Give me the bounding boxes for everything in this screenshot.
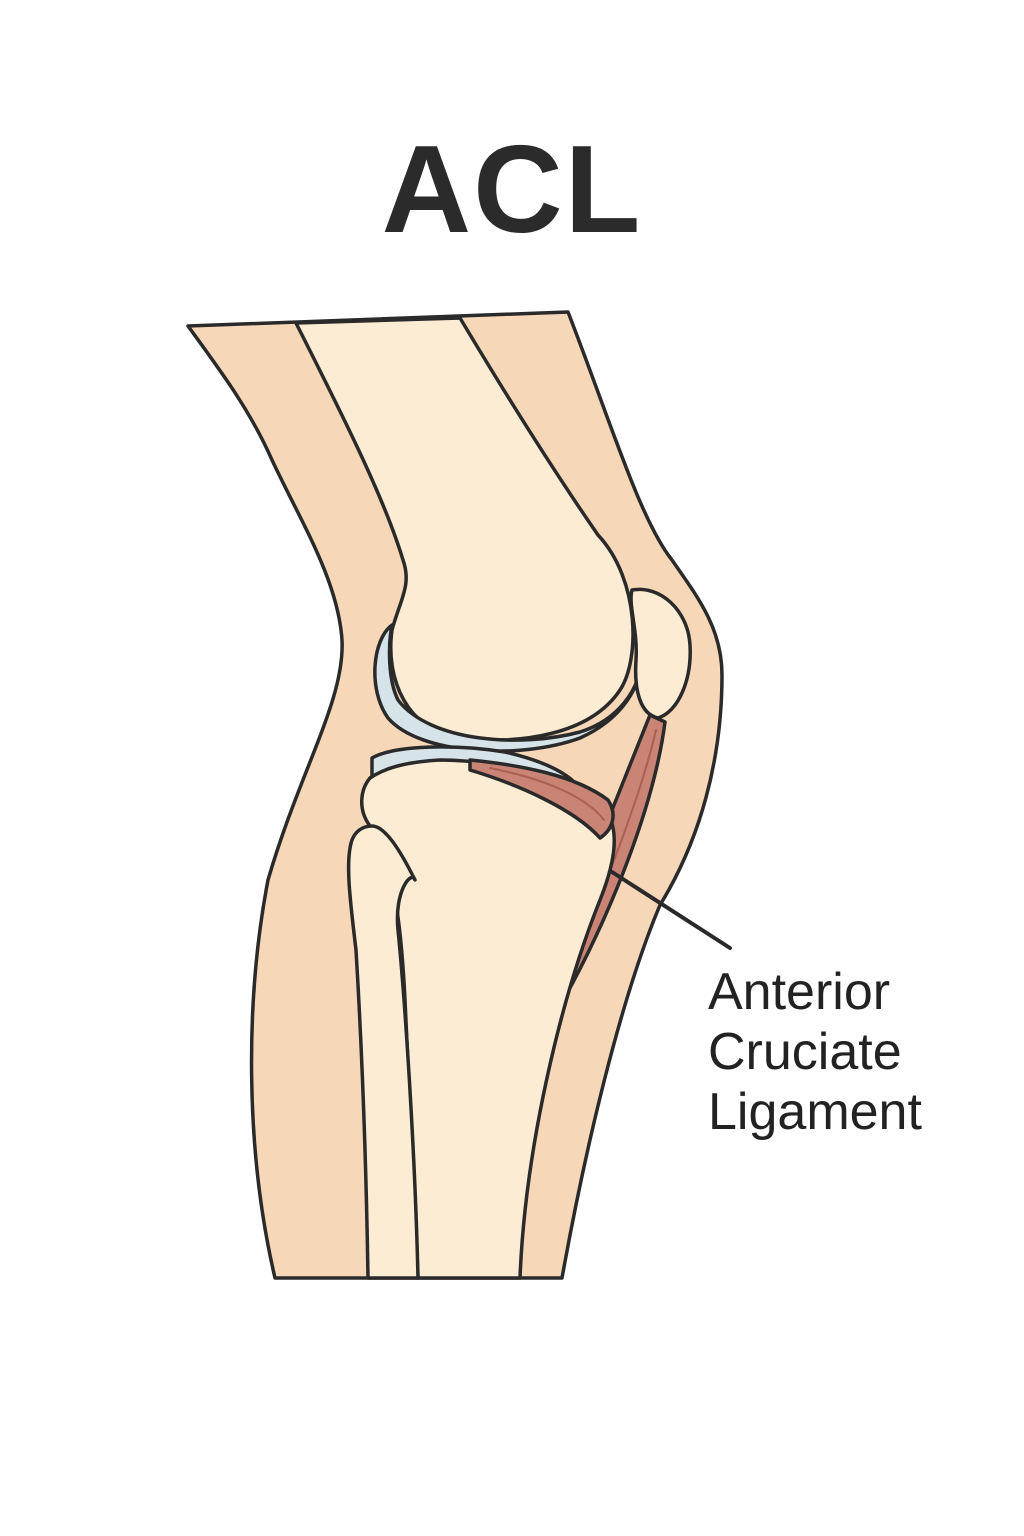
acl-ligament	[468, 758, 615, 840]
fibula-bone	[346, 824, 420, 1280]
callout-line-3: Ligament	[708, 1083, 922, 1141]
callout-line-1: Anterior	[708, 963, 891, 1021]
acl-callout-label: Anterior Cruciate Ligament	[708, 962, 1008, 1142]
diagram-title: ACL	[381, 121, 643, 259]
callout-line	[610, 870, 732, 950]
patella-bone	[629, 587, 692, 720]
callout-line-2: Cruciate	[708, 1023, 902, 1081]
acl-ligament-fiber	[489, 767, 605, 821]
